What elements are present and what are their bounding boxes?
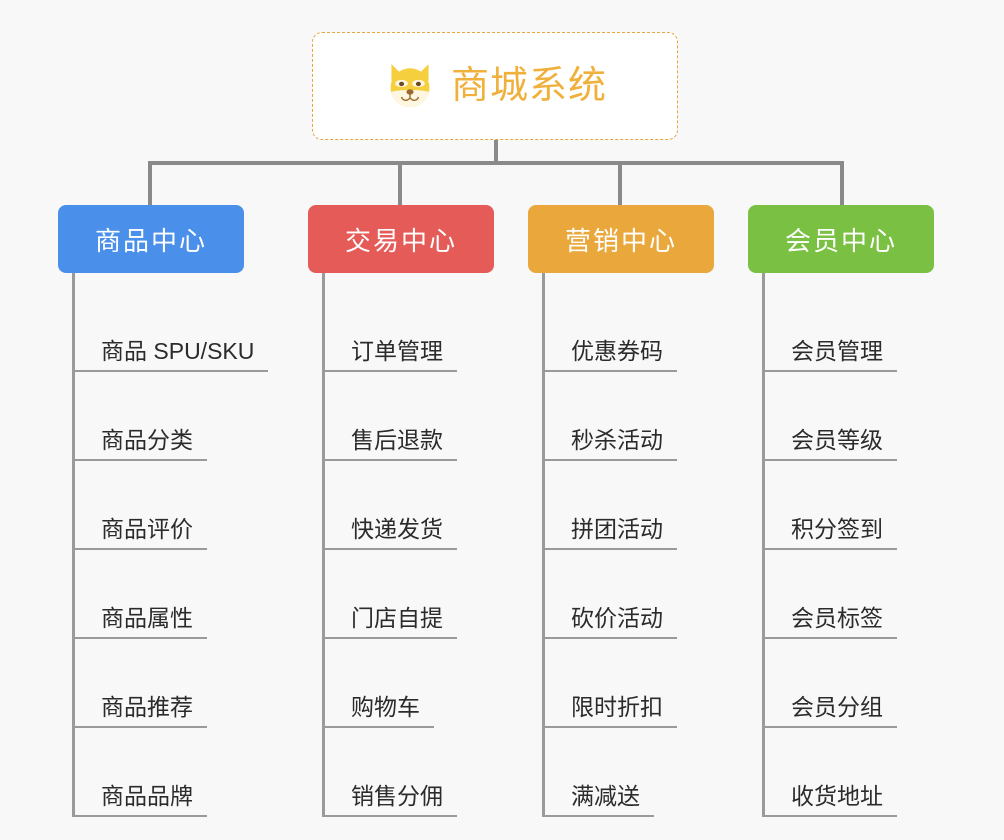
leaf-label: 拼团活动 (545, 516, 677, 550)
list-item[interactable]: 商品属性 (75, 550, 244, 639)
leaf-label: 商品分类 (75, 427, 207, 461)
list-item[interactable]: 商品推荐 (75, 639, 244, 728)
category-column-trade: 交易中心 订单管理 售后退款 快递发货 门店自提 购物车 销售分佣 (308, 205, 494, 817)
category-column-member: 会员中心 会员管理 会员等级 积分签到 会员标签 会员分组 收货地址 (748, 205, 934, 817)
list-item[interactable]: 快递发货 (325, 461, 494, 550)
category-header-product[interactable]: 商品中心 (58, 205, 244, 273)
list-item[interactable]: 订单管理 (325, 283, 494, 372)
list-item[interactable]: 会员分组 (765, 639, 934, 728)
leaf-label: 限时折扣 (545, 694, 677, 728)
list-item[interactable]: 会员标签 (765, 550, 934, 639)
category-header-label: 营销中心 (564, 225, 677, 256)
leaf-list-member: 会员管理 会员等级 积分签到 会员标签 会员分组 收货地址 (762, 273, 934, 817)
leaf-label: 会员管理 (765, 338, 897, 372)
root-node[interactable]: 商城系统 (312, 32, 678, 140)
category-column-marketing: 营销中心 优惠券码 秒杀活动 拼团活动 砍价活动 限时折扣 满减送 (528, 205, 714, 817)
connector-drop-3 (618, 161, 622, 205)
leaf-label: 砍价活动 (545, 605, 677, 639)
leaf-label: 门店自提 (325, 605, 457, 639)
list-item[interactable]: 收货地址 (765, 728, 934, 817)
list-item[interactable]: 优惠券码 (545, 283, 714, 372)
category-column-product: 商品中心 商品 SPU/SKU 商品分类 商品评价 商品属性 商品推荐 商品品牌 (58, 205, 269, 817)
list-item[interactable]: 积分签到 (765, 461, 934, 550)
category-header-label: 商品中心 (94, 225, 207, 256)
list-item[interactable]: 会员管理 (765, 283, 934, 372)
leaf-label: 订单管理 (325, 338, 457, 372)
list-item[interactable]: 砍价活动 (545, 550, 714, 639)
root-title: 商城系统 (450, 65, 607, 107)
list-item[interactable]: 售后退款 (325, 372, 494, 461)
list-item[interactable]: 限时折扣 (545, 639, 714, 728)
leaf-label: 优惠券码 (545, 338, 677, 372)
connector-drop-1 (148, 161, 152, 205)
list-item[interactable]: 秒杀活动 (545, 372, 714, 461)
list-item[interactable]: 商品分类 (75, 372, 244, 461)
list-item[interactable]: 购物车 (325, 639, 494, 728)
leaf-label: 收货地址 (765, 783, 897, 817)
category-header-label: 交易中心 (344, 225, 457, 256)
category-header-trade[interactable]: 交易中心 (308, 205, 494, 273)
list-item[interactable]: 商品评价 (75, 461, 244, 550)
category-header-label: 会员中心 (784, 225, 897, 256)
leaf-label: 满减送 (545, 783, 654, 817)
leaf-label: 快递发货 (325, 516, 457, 550)
leaf-label: 商品推荐 (75, 694, 207, 728)
shiba-dog-face-icon (390, 64, 430, 108)
leaf-label: 会员等级 (765, 427, 897, 461)
leaf-label: 商品属性 (75, 605, 207, 639)
connector-drop-2 (398, 161, 402, 205)
leaf-label: 秒杀活动 (545, 427, 677, 461)
list-item[interactable]: 商品品牌 (75, 728, 244, 817)
connector-drop-4 (840, 161, 844, 205)
leaf-label: 商品品牌 (75, 783, 207, 817)
leaf-list-trade: 订单管理 售后退款 快递发货 门店自提 购物车 销售分佣 (322, 273, 494, 817)
connector-root-stem (494, 140, 498, 165)
leaf-label: 会员分组 (765, 694, 897, 728)
category-header-marketing[interactable]: 营销中心 (528, 205, 714, 273)
leaf-label: 积分签到 (765, 516, 897, 550)
list-item[interactable]: 拼团活动 (545, 461, 714, 550)
category-header-member[interactable]: 会员中心 (748, 205, 934, 273)
list-item[interactable]: 会员等级 (765, 372, 934, 461)
leaf-list-marketing: 优惠券码 秒杀活动 拼团活动 砍价活动 限时折扣 满减送 (542, 273, 714, 817)
leaf-label: 商品 SPU/SKU (75, 338, 269, 372)
leaf-label: 销售分佣 (325, 783, 457, 817)
leaf-list-product: 商品 SPU/SKU 商品分类 商品评价 商品属性 商品推荐 商品品牌 (72, 273, 269, 817)
leaf-label: 商品评价 (75, 516, 207, 550)
list-item[interactable]: 门店自提 (325, 550, 494, 639)
connector-bus-bar (148, 161, 844, 165)
leaf-label: 购物车 (325, 694, 434, 728)
leaf-label: 会员标签 (765, 605, 897, 639)
list-item[interactable]: 满减送 (545, 728, 714, 817)
leaf-label: 售后退款 (325, 427, 457, 461)
list-item[interactable]: 商品 SPU/SKU (75, 283, 269, 372)
list-item[interactable]: 销售分佣 (325, 728, 494, 817)
